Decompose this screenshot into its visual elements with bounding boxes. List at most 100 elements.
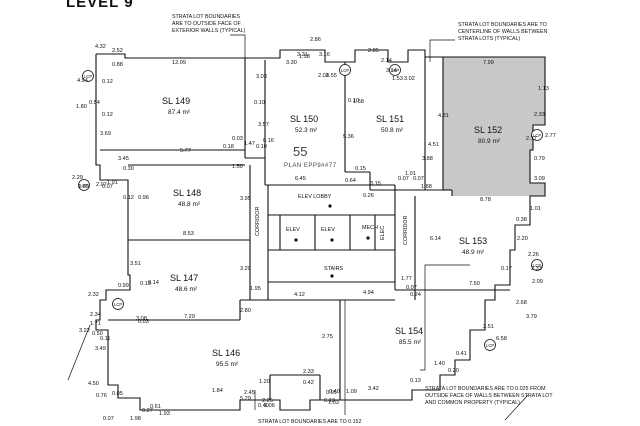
boundary-notes: STRATA LOT BOUNDARIES ARE TO OUTSIDE FAC… (172, 14, 553, 425)
dimension-label: 2.68 (516, 300, 527, 306)
dimension-label: 1.47 (244, 141, 255, 147)
dimension-label: 3.21 (297, 52, 308, 58)
dimension-label: 2.34 (90, 312, 101, 318)
lot-149-label: SL 149 (162, 96, 190, 106)
dimension-label: 3.22 (79, 328, 90, 334)
dimension-label: 0.07 (102, 184, 113, 190)
note-0025-3: AND COMMON PROPERTY (TYPICAL) (425, 400, 520, 406)
plan-reference: PLAN EPP9##77 (284, 163, 337, 169)
dimension-label: 1.93 (159, 411, 170, 417)
room-corridor-a: CORRIDOR (255, 207, 261, 236)
lcp-circle (389, 64, 401, 76)
dimension-label: 2.52 (112, 48, 123, 54)
dimension-label: 3.15 (370, 181, 381, 187)
dimension-label: 2.45 (244, 390, 255, 396)
dimension-label: 0.18 (223, 144, 234, 150)
lcp-label: LCP (533, 263, 541, 268)
room-labels: ELEV LOBBY ELEV ELEV MECH ELEC STAIRS CO… (255, 194, 409, 278)
note-centerline-2: CENTERLINE OF WALLS BETWEEN (458, 29, 547, 35)
lot-150-area: 52.3 m² (295, 127, 318, 134)
dimension-label: 8.78 (480, 197, 491, 203)
room-stairs: STAIRS (324, 266, 343, 272)
fixture-symbol (330, 274, 334, 278)
dimension-label: 0.42 (303, 380, 314, 386)
lot-154-label: SL 154 (395, 326, 423, 336)
dimension-label: 3.14 (386, 68, 397, 74)
note-outside-face-3: EXTERIOR WALLS (TYPICAL) (172, 28, 246, 34)
dimension-label: 1.98 (130, 416, 141, 422)
dimension-label: 2.07 (96, 182, 107, 188)
outer-boundary (95, 49, 546, 411)
dimension-label: 1.20 (259, 379, 270, 385)
dimension-label: 2.33 (531, 266, 542, 272)
dimension-label: 3.88 (422, 156, 433, 162)
lcp-circle (82, 70, 94, 82)
dimension-label: 2.01 (318, 73, 329, 79)
room-elev-lobby: ELEV LOBBY (298, 194, 332, 200)
dimension-label: 2.33 (534, 112, 545, 118)
dimension-label: 0.79 (534, 156, 545, 162)
dimension-label: 7.99 (483, 60, 494, 66)
fixture-symbol (328, 204, 332, 208)
dimension-label: 1.13 (538, 86, 549, 92)
dimension-label: 0.99 (118, 283, 129, 289)
dimension-label: 2.14 (381, 58, 392, 64)
dimension-label: 0.50 (92, 331, 103, 337)
dimension-label: 0.40 (258, 403, 269, 409)
lcp-label: LCP (391, 68, 399, 73)
lcp-circle (339, 64, 351, 76)
dimension-label: 0.10 (256, 144, 267, 150)
lcp-circle (78, 179, 90, 191)
dimension-label: 1.91 (107, 180, 118, 186)
dimension-label: 1.50 (232, 164, 243, 170)
dimension-label: 0.05 (326, 390, 337, 396)
lot-151-area: 50.8 m² (381, 127, 404, 134)
room-mech: MECH (362, 225, 378, 231)
dimension-label: 3.16 (319, 52, 330, 58)
dimension-label: 3.57 (258, 122, 269, 128)
lcp-circle (112, 298, 124, 310)
lot-153-label: SL 153 (459, 236, 487, 246)
dimension-label: 2.85 (368, 48, 379, 54)
dimension-label: 2.51 (483, 324, 494, 330)
note-outside-face-2: ARE TO OUTSIDE FACE OF (172, 21, 241, 27)
note-outside-face-1: STRATA LOT BOUNDARIES (172, 14, 240, 20)
dimension-label: 0.61 (150, 404, 161, 410)
dimension-label: 5.77 (180, 148, 191, 154)
lcp-circle (531, 259, 543, 271)
lcp-label: LCP (341, 68, 349, 73)
dimension-label: 0.10 (348, 98, 359, 104)
dimension-label: 0.05 (112, 391, 123, 397)
dimension-label: 4.94 (77, 78, 88, 84)
dimension-label: 1.80 (76, 104, 87, 110)
dimension-label: 2.77 (545, 133, 556, 139)
dimension-label: 0.26 (363, 193, 374, 199)
dimension-label: 0.13 (140, 281, 151, 287)
dimension-label: 6.16 (263, 138, 274, 144)
plan-number: 55 (293, 144, 307, 159)
fixture-symbol (294, 238, 298, 242)
room-elec: ELEC (380, 226, 386, 240)
dimension-label: 0.76 (96, 393, 107, 399)
dimension-label: 0.24 (410, 292, 421, 298)
lot-152-area: 80.9 m² (478, 138, 501, 145)
note-centerline-3: STRATA LOTS (TYPICAL) (458, 36, 520, 42)
dimension-label: 1.06 (264, 403, 275, 409)
dimension-label: 4.94 (363, 290, 374, 296)
interior-walls (100, 57, 510, 410)
lcp-label: LCP (533, 133, 541, 138)
dimension-label: 1.71 (90, 321, 101, 327)
dimension-label: 0.96 (138, 195, 149, 201)
dimension-label: 0.15 (355, 166, 366, 172)
dimension-label: 0.54 (89, 100, 100, 106)
lot-152-shading (443, 57, 545, 196)
dimension-label: 0.11 (100, 336, 110, 342)
dimension-label: 6.13 (324, 398, 335, 404)
lot-147-label: SL 147 (170, 273, 198, 283)
dimension-label: 3.79 (526, 314, 537, 320)
lot-148-label: SL 148 (173, 188, 201, 198)
dimension-label: 1.84 (212, 388, 223, 394)
dimension-label: 0.07 (406, 285, 417, 291)
